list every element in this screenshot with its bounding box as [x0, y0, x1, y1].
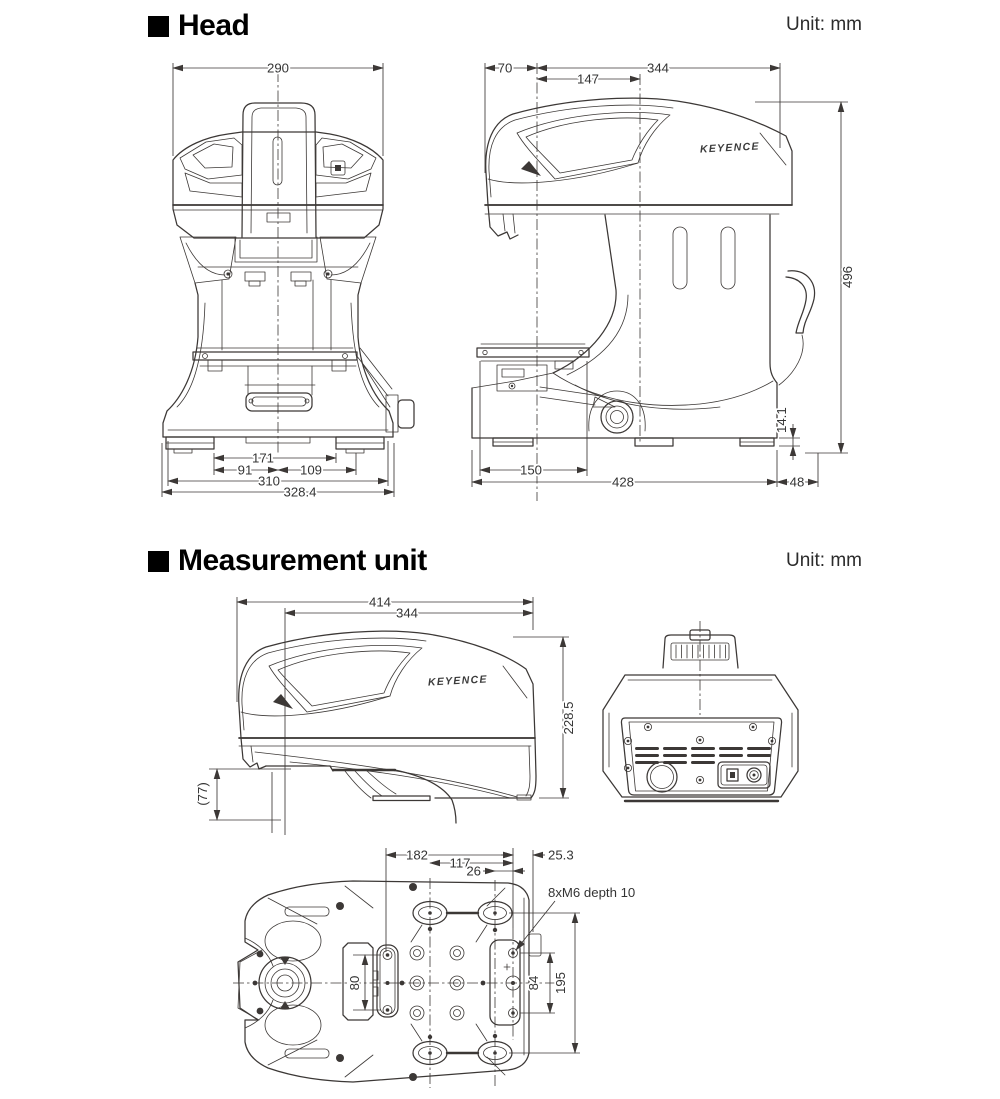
dim-total-length: 414 [369, 595, 391, 610]
keyence-logo: KEYENCE [428, 673, 488, 688]
dim-front-offset: 70 [498, 61, 513, 76]
dim-slot-span: 80 [347, 976, 362, 991]
dim-base-outer: 310 [258, 474, 280, 489]
head-side-view-drawing: KEYENCE [471, 59, 857, 501]
dim-base-left: 91 [238, 463, 253, 478]
dim-head-width: 290 [267, 61, 289, 76]
dim-base-length: 428 [612, 475, 634, 490]
dim-base-total: 328.4 [283, 485, 316, 500]
head-section-header: Head [148, 9, 250, 43]
measurement-section-header: Measurement unit [148, 544, 427, 578]
section-bullet-square [148, 15, 169, 37]
measurement-unit-label: Unit: mm [786, 550, 862, 571]
head-front-dimensions: 290 171 91 109 310 328.4 [161, 59, 395, 501]
section-bullet-square [148, 550, 169, 572]
dim-body-length: 344 [647, 61, 669, 76]
dim-height: 228.5 [561, 701, 576, 734]
head-front-outline [162, 71, 415, 455]
dim-stage-width: 150 [520, 463, 542, 478]
head-front-view-drawing: 290 171 91 109 310 328.4 [161, 59, 415, 501]
measurement-unit-rear-outline [602, 621, 799, 803]
dim-hole-pitch-outer: 195 [553, 972, 568, 994]
head-unit-label: Unit: mm [786, 14, 862, 35]
dim-height: 496 [840, 266, 855, 288]
dim-hole-offset: 26 [466, 864, 481, 879]
dim-hole-span-long: 182 [406, 848, 428, 863]
measurement-unit-bottom-view-drawing: 182 25.3 117 26 8xM6 depth 10 80 84 [233, 846, 637, 1088]
measurement-unit-side-dimensions: 414 344 228.5 (77) [193, 593, 578, 835]
dim-rear-overhang: 48 [790, 475, 805, 490]
dim-edge-offset: 25.3 [548, 848, 574, 863]
head-side-outline: KEYENCE [471, 97, 816, 447]
dim-hole-pitch: 84 [526, 976, 541, 991]
dim-body-length: 344 [396, 606, 418, 621]
measurement-unit-rear-view-drawing [602, 621, 799, 803]
keyence-logo: KEYENCE [700, 140, 760, 155]
dim-foot-height: 14.1 [774, 407, 789, 433]
thread-note: 8xM6 depth 10 [548, 885, 635, 900]
measurement-unit-bottom-dimensions: 182 25.3 117 26 8xM6 depth 10 80 84 [345, 846, 637, 1054]
measurement-section-title: Measurement unit [178, 544, 427, 577]
measurement-unit-bottom-outline [233, 878, 561, 1088]
dim-base-right: 109 [300, 463, 322, 478]
head-side-dimensions: 70 344 147 496 14.1 150 [471, 59, 857, 501]
head-section-title: Head [178, 9, 250, 42]
measurement-unit-side-outline: KEYENCE [238, 630, 537, 824]
dim-hole-span-mid: 117 [449, 856, 470, 871]
dim-base-inner-span: 171 [252, 451, 274, 466]
measurement-unit-side-view-drawing: KEYENCE [193, 593, 578, 835]
dim-handle-span: 147 [577, 72, 599, 87]
dim-bottom-clearance: (77) [195, 782, 210, 805]
